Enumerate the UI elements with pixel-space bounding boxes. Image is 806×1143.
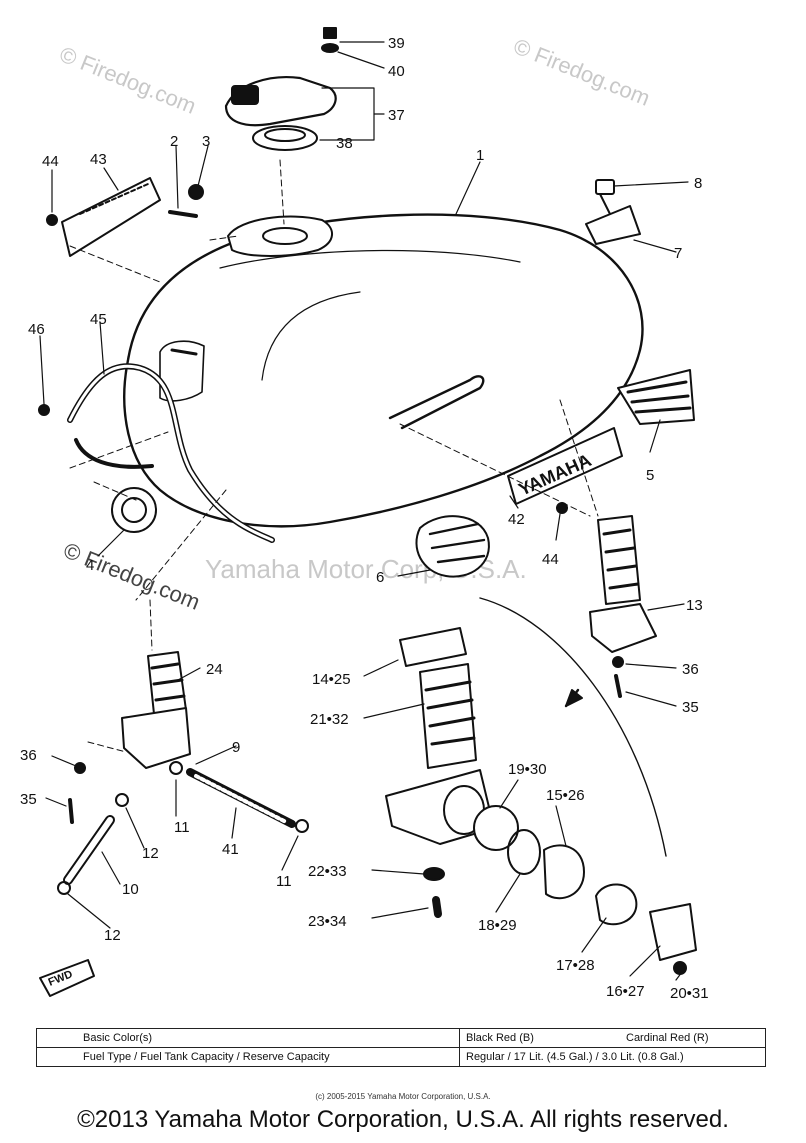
callout-6: 6 [376,569,384,586]
callout-9: 9 [232,739,240,756]
callout-41: 41 [222,841,239,858]
callout-37: 37 [388,107,405,124]
callout-24: 24 [206,661,223,678]
watermark-firedog-mid-left: © Firedog.com [60,537,203,614]
callout-16-27: 16•27 [606,983,645,1000]
copyright-notice: ©2013 Yamaha Motor Corporation, U.S.A. A… [77,1106,729,1133]
callout-20-31: 20•31 [670,985,709,1000]
callout-14-25: 14•25 [312,671,351,688]
callout-5: 5 [646,467,654,484]
callout-36-left: 36 [20,747,37,764]
callout-18-29: 18•29 [478,917,517,934]
cushion-4 [111,487,157,533]
callout-11-right: 11 [276,873,292,890]
fuel-type-label: Fuel Type / Fuel Tank Capacity / Reserve… [36,1047,460,1067]
callout-12-lower: 12 [104,927,121,944]
callout-10: 10 [122,881,139,898]
callout-23-34: 23•34 [308,913,347,930]
callout-40: 40 [388,63,405,80]
grommet-6 [415,515,490,578]
tank-strap-bracket [388,375,485,430]
callout-45: 45 [90,311,107,328]
color-cardinal-red: Cardinal Red (R) [626,1032,709,1044]
callout-4: 4 [86,557,94,574]
fwd-arrow-icon [39,959,95,997]
callout-44-top: 44 [42,153,59,170]
basic-colors-value: Black Red (B) Cardinal Red (R) [459,1028,766,1048]
gasket-14 [399,627,467,667]
callout-2: 2 [170,133,178,150]
callout-17-28: 17•28 [556,957,595,974]
callout-46: 46 [28,321,45,338]
callout-15-26: 15•26 [546,787,585,804]
wave-washer-17 [595,883,638,926]
callout-7: 7 [674,245,682,262]
callout-22-33: 22•33 [308,863,347,880]
color-black-red: Black Red (B) [466,1032,534,1044]
callout-42: 42 [508,511,525,528]
diaphragm-19 [473,805,519,851]
callout-44-mid: 44 [542,551,559,568]
lever-15 [543,844,585,900]
filler-neck-plate [227,215,333,257]
callout-36-right: 36 [682,661,699,678]
callout-19-30: 19•30 [508,761,547,778]
callout-8: 8 [694,175,702,192]
spec-table: Basic Color(s) Black Red (B) Cardinal Red… [36,1028,766,1067]
yamaha-emblem [507,427,623,505]
callout-35-right: 35 [682,699,699,716]
callout-1: 1 [476,147,484,164]
fuel-cock-13 [597,515,641,605]
plate-16 [649,903,697,961]
mount-bracket [585,205,641,245]
heat-shield-plate [61,177,161,257]
callout-39: 39 [388,35,405,52]
fuel-cock-assy [419,663,477,769]
small-copyright: (c) 2005-2015 Yamaha Motor Corporation, … [315,1092,491,1101]
callout-13: 13 [686,597,703,614]
fuel-type-value: Regular / 17 Lit. (4.5 Gal.) / 3.0 Lit. … [459,1047,766,1067]
callout-43: 43 [90,151,107,168]
o-ring-18 [507,829,541,875]
watermark-firedog-top-left: © Firedog.com [56,41,199,118]
callout-38: 38 [336,135,353,152]
basic-colors-label: Basic Color(s) [36,1028,460,1048]
parts-diagram: © Firedog.com © Firedog.com © Firedog.co… [20,27,709,1000]
callout-3: 3 [202,133,210,150]
callout-21-32: 21•32 [310,711,349,728]
table-row: Fuel Type / Fuel Tank Capacity / Reserve… [36,1047,766,1067]
watermark-firedog-top-right: © Firedog.com [510,33,653,110]
table-row: Basic Color(s) Black Red (B) Cardinal Red… [36,1028,766,1048]
callout-12-upper: 12 [142,845,159,862]
callout-35-left: 35 [20,791,37,808]
callout-11-left: 11 [174,819,190,836]
